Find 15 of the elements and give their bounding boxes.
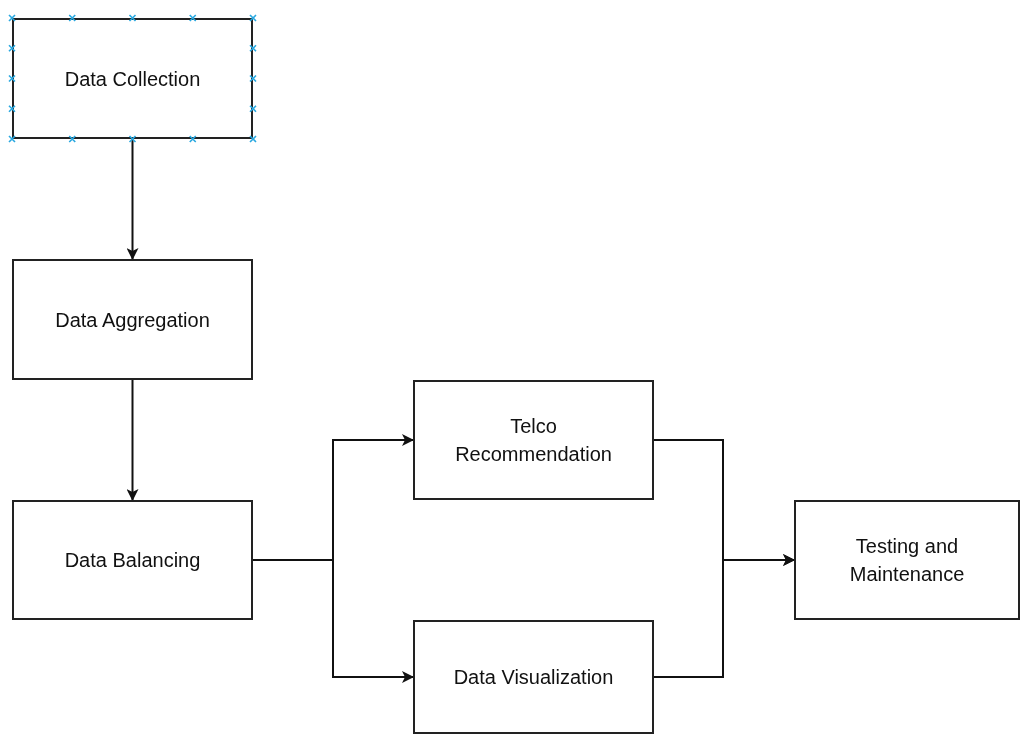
process-box [413,380,654,500]
box-label: Testing and Maintenance [848,534,966,587]
arrow [653,554,795,678]
box-label: Data Collection [64,66,201,92]
arrow [126,379,139,501]
process-box [12,259,253,380]
arrow [252,559,414,683]
process-box [794,500,1020,620]
box-label: Data Balancing [64,548,201,573]
process-box [12,500,253,620]
box-label: Telco Recommendation [454,414,613,467]
box-label: Data Visualization [453,665,614,690]
box-label: Data Aggregation [55,307,210,333]
arrow [126,138,139,260]
process-box [413,620,654,734]
